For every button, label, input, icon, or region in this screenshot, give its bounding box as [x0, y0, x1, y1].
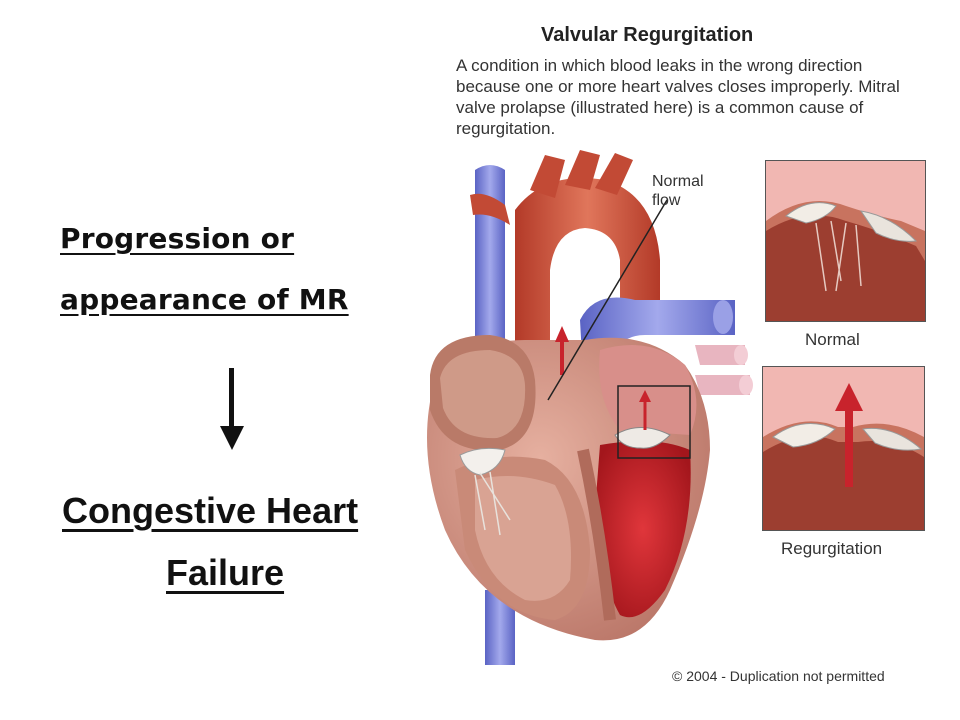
normal-valve-inset [765, 160, 926, 322]
down-arrow-icon [220, 368, 244, 450]
illustration-title: Valvular Regurgitation [541, 24, 754, 46]
copyright-notice: © 2004 - Duplication not permitted [672, 668, 885, 684]
left-ventricle [595, 441, 691, 618]
regurgitation-valve-inset [762, 366, 925, 531]
label-normal-flow: Normal flow [652, 173, 704, 209]
regurgitation-valve-drawing [763, 367, 924, 530]
normal-flow-pointer [547, 199, 668, 401]
mitral-valve-callout-box [617, 385, 691, 459]
heart-illustration [427, 150, 753, 665]
left-atrium [599, 345, 697, 435]
label-regurgitation: Regurgitation [781, 539, 883, 558]
normal-valve-drawing [766, 161, 925, 321]
inferior-vena-cava [485, 590, 515, 665]
label-normal: Normal [805, 330, 860, 349]
progression-text-line2: appearance of MR [60, 283, 349, 316]
result-text-line1: Congestive Heart [62, 490, 359, 531]
progression-text-line1: Progression or [60, 222, 295, 255]
result-text-line2: Failure [166, 552, 285, 593]
illustration-description: A condition in which blood leaks in the … [456, 56, 900, 138]
superior-vena-cava [475, 165, 505, 350]
pulmonary-artery [580, 297, 735, 410]
